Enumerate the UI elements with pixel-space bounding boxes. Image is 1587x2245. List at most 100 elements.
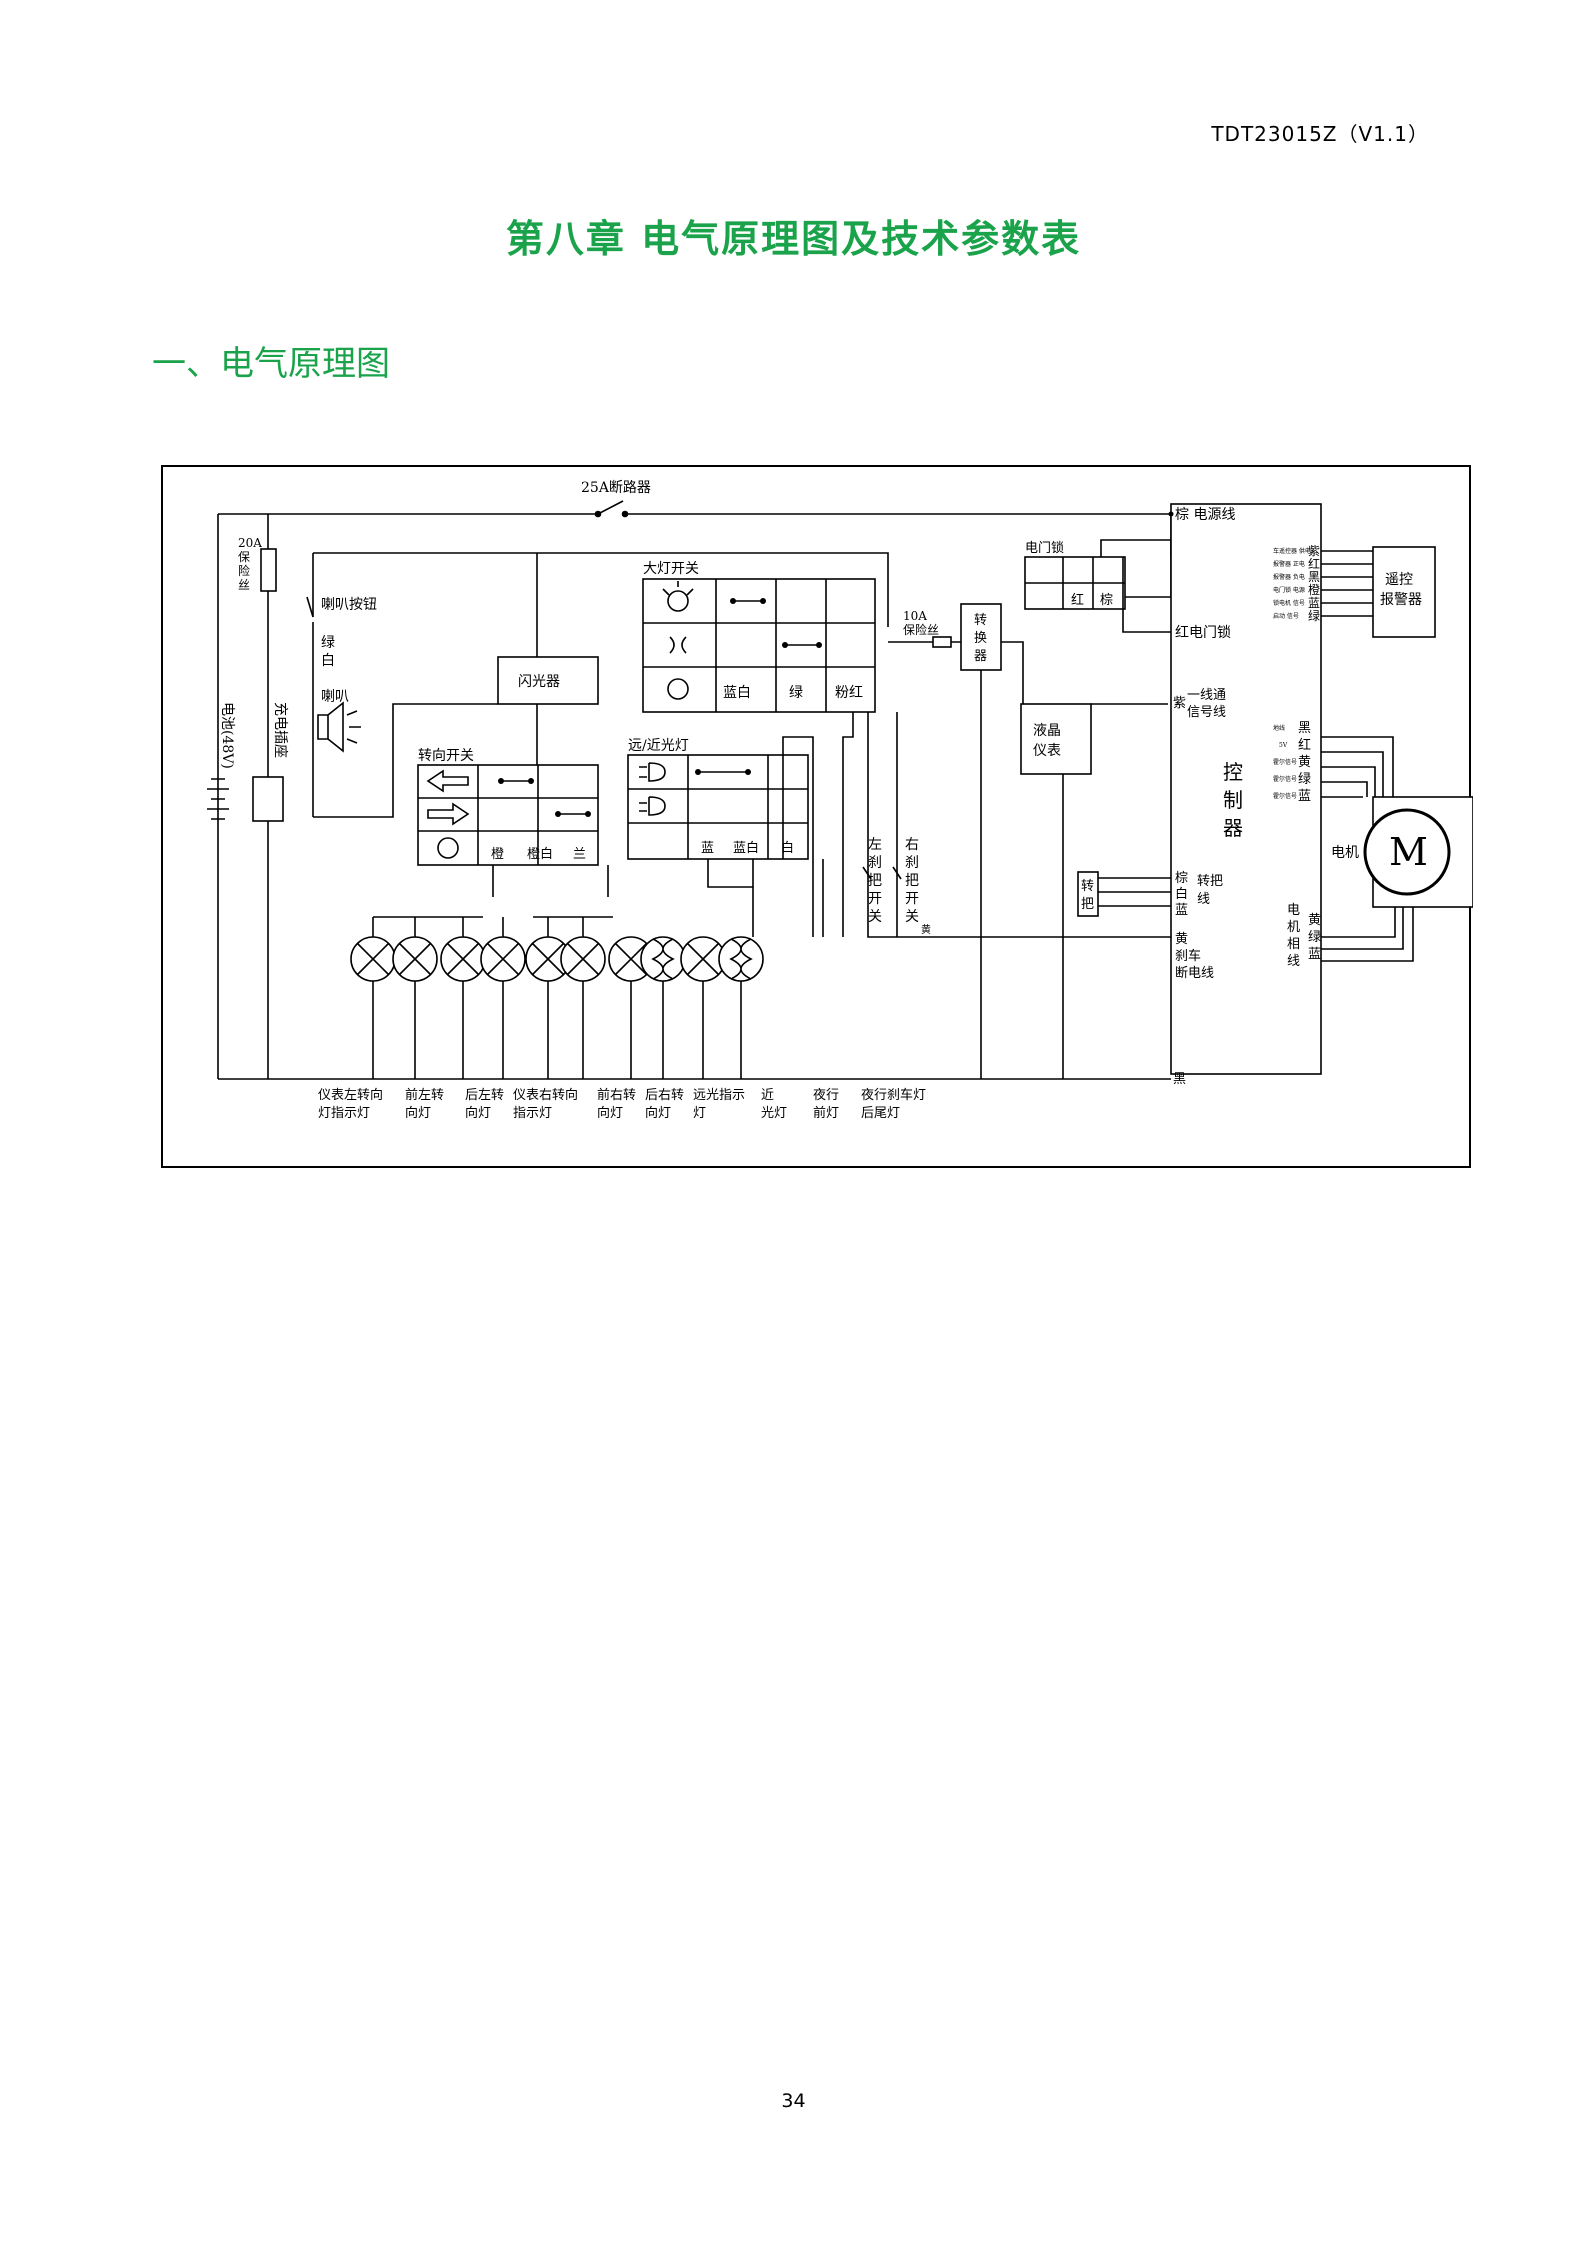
- lamp-label-1a: 仪表左转向: [318, 1087, 383, 1103]
- breaker-label: 25A断路器: [581, 480, 651, 496]
- lamp-label-5a: 前右转: [597, 1087, 636, 1103]
- brake-left-4: 开: [868, 891, 882, 907]
- e-lock-wire-brown: 棕: [1100, 593, 1113, 608]
- brake-cut-3: 断电线: [1175, 966, 1214, 981]
- controller-comm-1: 一线通: [1187, 688, 1226, 703]
- lamp-label-6a: 后右转: [645, 1088, 684, 1103]
- low-beam-icon: [639, 796, 666, 816]
- alarm-signal-3: 报警器 负电: [1273, 573, 1305, 581]
- phase-label-3: 相: [1287, 937, 1300, 952]
- document-code: TDT23015Z（V1.1）: [1211, 122, 1429, 146]
- brake-cut-2: 刹车: [1175, 948, 1201, 964]
- lamp-icon: [608, 936, 654, 982]
- lamp-label-7b: 灯: [693, 1106, 706, 1121]
- motor-symbol: M: [1389, 830, 1428, 874]
- beam-switch-title: 远/近光灯: [628, 738, 689, 754]
- brake-right-3: 把: [905, 873, 919, 889]
- e-lock-wire-red: 红: [1071, 592, 1084, 608]
- phase-wire-2: 绿: [1308, 930, 1321, 945]
- alarm-signal-1: 车遥控器 供电: [1273, 547, 1311, 555]
- lcd-line2: 仪表: [1033, 743, 1061, 759]
- headlight-wire-1: 蓝白: [723, 685, 751, 701]
- alarm-line1: 遥控: [1385, 572, 1413, 588]
- charge-port-label: 充电插座: [272, 702, 288, 758]
- brake-right-2: 刹: [905, 855, 919, 871]
- horn-wire-green: 绿: [321, 635, 335, 651]
- alarm-signal-4: 电门锁 电源: [1273, 586, 1305, 594]
- lamp-icon: [560, 936, 606, 982]
- horn-wire-white: 白: [321, 653, 335, 669]
- lamp-label-10b: 后尾灯: [861, 1106, 900, 1121]
- headlight-switch-title: 大灯开关: [643, 561, 699, 577]
- alarm-signal-6: 启动 信号: [1273, 612, 1299, 620]
- headlight-icon: [667, 590, 689, 612]
- alarm-color-2: 红: [1308, 556, 1320, 571]
- alarm-color-6: 绿: [1308, 608, 1320, 623]
- bulb-icon: [718, 936, 764, 982]
- section-title: 一、电气原理图: [152, 344, 390, 384]
- headlight-wire-3: 粉红: [835, 685, 863, 701]
- throttle-wire-1: 棕: [1175, 871, 1188, 886]
- converter-line2: 换: [974, 631, 987, 646]
- turn-wire-3: 兰: [573, 847, 586, 862]
- lamp-label-3b: 向灯: [465, 1105, 491, 1121]
- beam-wire-3: 白: [781, 840, 794, 856]
- horn-button-label: 喇叭按钮: [321, 597, 377, 613]
- alarm-color-3: 黑: [1308, 570, 1320, 584]
- hall-signal-4: 霍尔信号: [1273, 775, 1297, 783]
- lamp-label-7a: 远光指示: [693, 1088, 745, 1103]
- lamp-label-4a: 仪表右转向: [513, 1087, 578, 1103]
- bulb-icon: [640, 936, 686, 982]
- motor-label: 电机: [1331, 845, 1359, 861]
- arrow-left-icon: [426, 769, 469, 793]
- alarm-signal-5: 锁电机 信号: [1273, 599, 1305, 607]
- lamp-label-8a: 近: [761, 1088, 774, 1103]
- converter-line3: 器: [974, 649, 987, 664]
- headlight-wire-2: 绿: [789, 685, 803, 701]
- throttle-label-1: 转把: [1197, 874, 1223, 889]
- phase-wire-3: 蓝: [1308, 947, 1321, 962]
- brake-left-5: 关: [868, 909, 882, 925]
- horn-label: 喇叭: [321, 689, 349, 705]
- phase-label-4: 线: [1287, 954, 1300, 969]
- headlight-beam-icon: [669, 636, 687, 654]
- controller-lock-label: 红电门锁: [1175, 625, 1231, 641]
- lcd-line1: 液晶: [1033, 723, 1061, 739]
- brake-left-1: 左: [868, 837, 882, 853]
- lamp-label-2a: 前左转: [405, 1087, 444, 1103]
- lamp-icon: [480, 936, 526, 982]
- lamp-icon: [680, 936, 726, 982]
- alarm-color-1: 紫: [1308, 544, 1320, 558]
- throttle-box-1: 转: [1081, 879, 1094, 894]
- alarm-color-5: 蓝: [1308, 596, 1320, 610]
- arrow-right-icon: [427, 802, 470, 826]
- controller-title-1: 控: [1223, 760, 1243, 784]
- throttle-wire-3: 蓝: [1175, 903, 1188, 918]
- lamp-label-1b: 灯指示灯: [318, 1106, 370, 1121]
- lamp-label-5b: 向灯: [597, 1105, 623, 1121]
- lamp-label-2b: 向灯: [405, 1105, 431, 1121]
- controller-title-3: 器: [1223, 816, 1243, 840]
- controller-title-2: 制: [1223, 788, 1243, 812]
- lamp-label-4b: 指示灯: [513, 1106, 552, 1121]
- lamp-label-9b: 前灯: [813, 1105, 839, 1121]
- e-lock-title: 电门锁: [1025, 540, 1064, 556]
- battery-label: 电池(48V): [219, 702, 235, 769]
- brake-cut-1: 黄: [1175, 932, 1188, 947]
- lamp-icon: [440, 936, 486, 982]
- fuse20-line2: 保: [238, 550, 250, 564]
- turn-wire-1: 橙: [491, 847, 504, 862]
- hall-color-1: 黑: [1298, 721, 1311, 736]
- throttle-label-2: 线: [1197, 892, 1210, 907]
- alarm-color-4: 橙: [1308, 582, 1320, 597]
- throttle-box-2: 把: [1081, 897, 1094, 912]
- lamp-label-10a: 夜行刹车灯: [861, 1087, 926, 1103]
- hall-color-3: 黄: [1298, 755, 1311, 770]
- brake-right-4: 开: [905, 891, 919, 907]
- page-number: 34: [781, 2090, 806, 2112]
- controller-comm-2: 信号线: [1187, 705, 1226, 720]
- alarm-line2: 报警器: [1380, 592, 1422, 608]
- phase-wire-1: 黄: [1308, 913, 1321, 928]
- lamp-label-9a: 夜行: [813, 1088, 839, 1103]
- controller-power-label: 棕 电源线: [1175, 507, 1235, 523]
